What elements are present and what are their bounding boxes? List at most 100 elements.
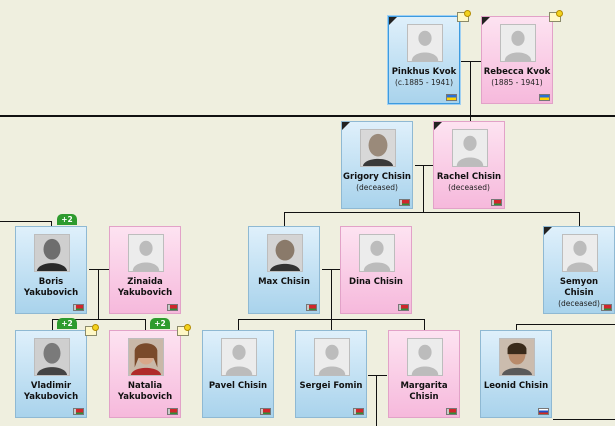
flag-ukraine-icon xyxy=(539,94,550,101)
silhouette-placeholder-icon xyxy=(562,234,598,272)
person-dates: (1885 - 1941) xyxy=(491,78,543,87)
silhouette-placeholder-icon xyxy=(407,24,443,62)
connector-line xyxy=(376,375,377,426)
flag-belarus-icon xyxy=(491,199,502,206)
connector-line xyxy=(89,269,109,270)
flag-belarus-icon xyxy=(167,408,178,415)
connector-line xyxy=(145,319,146,330)
person-name: Leonid Chisin xyxy=(483,381,549,391)
connector-line xyxy=(516,324,615,325)
connector-line xyxy=(52,319,53,330)
person-name: Sergei Fomin xyxy=(299,381,363,391)
connector-line xyxy=(238,319,239,330)
flag-belarus-icon xyxy=(167,304,178,311)
connector-line xyxy=(51,221,52,226)
person-photo xyxy=(360,129,396,167)
connector-line xyxy=(516,324,517,330)
person-card-natalia-yakubovich[interactable]: Natalia Yakubovich xyxy=(109,330,181,418)
person-name: Vladimir Yakubovich xyxy=(23,381,79,402)
connector-line xyxy=(415,165,433,166)
person-card-rebecca-kvok[interactable]: Rebecca Kvok (1885 - 1941) xyxy=(481,16,553,104)
connector-line xyxy=(470,61,471,121)
person-dates: (deceased) xyxy=(558,299,600,308)
flag-belarus-icon xyxy=(399,199,410,206)
person-dates: (deceased) xyxy=(356,183,398,192)
person-photo xyxy=(267,234,303,272)
person-name: Margarita Chisin xyxy=(400,381,448,402)
person-name: Natalia Yakubovich xyxy=(117,381,173,402)
person-card-dina-chisin[interactable]: Dina Chisin xyxy=(340,226,412,314)
flag-belarus-icon xyxy=(260,408,271,415)
person-name: Boris Yakubovich xyxy=(23,277,79,298)
person-card-pinkhus-kvok[interactable]: Pinkhus Kvok (c.1885 - 1941) xyxy=(388,16,460,104)
person-name: Semyon Chisin xyxy=(559,277,599,298)
add-relative-icon[interactable] xyxy=(85,324,99,336)
flag-belarus-icon xyxy=(601,304,612,311)
person-dates: (c.1885 - 1941) xyxy=(394,78,453,87)
connector-line xyxy=(461,61,481,62)
connector-line xyxy=(52,319,146,320)
silhouette-placeholder-icon xyxy=(500,24,536,62)
profile-corner-marker xyxy=(342,122,350,130)
person-name: Max Chisin xyxy=(258,277,310,287)
person-card-leonid-chisin[interactable]: Leonid Chisin xyxy=(480,330,552,418)
connector-line xyxy=(331,319,332,330)
silhouette-placeholder-icon xyxy=(221,338,257,376)
flag-belarus-icon xyxy=(398,304,409,311)
profile-corner-marker xyxy=(482,17,490,25)
person-name: Pavel Chisin xyxy=(208,381,268,391)
connector-line xyxy=(0,115,615,117)
flag-russia-icon xyxy=(538,408,549,415)
silhouette-placeholder-icon xyxy=(452,129,488,167)
person-card-semyon-chisin[interactable]: Semyon Chisin (deceased) xyxy=(543,226,615,314)
person-photo xyxy=(128,338,164,376)
flag-belarus-icon xyxy=(306,304,317,311)
person-card-boris-yakubovich[interactable]: Boris Yakubovich xyxy=(15,226,87,314)
person-name: Rachel Chisin xyxy=(436,172,502,182)
silhouette-placeholder-icon xyxy=(359,234,395,272)
person-name: Pinkhus Kvok xyxy=(391,67,457,77)
more-children-badge[interactable]: +2 xyxy=(57,318,77,329)
flag-belarus-icon xyxy=(73,408,84,415)
person-name: Dina Chisin xyxy=(349,277,403,287)
person-card-pavel-chisin[interactable]: Pavel Chisin xyxy=(202,330,274,418)
person-card-zinaida-yakubovich[interactable]: Zinaida Yakubovich xyxy=(109,226,181,314)
flag-belarus-icon xyxy=(353,408,364,415)
silhouette-placeholder-icon xyxy=(407,338,443,376)
person-card-margarita-chisin[interactable]: Margarita Chisin xyxy=(388,330,460,418)
person-card-sergei-fomin[interactable]: Sergei Fomin xyxy=(295,330,367,418)
add-relative-icon[interactable] xyxy=(549,10,563,22)
more-children-badge[interactable]: +2 xyxy=(150,318,170,329)
profile-corner-marker xyxy=(389,17,397,25)
person-photo xyxy=(34,338,70,376)
connector-line xyxy=(0,221,52,222)
person-card-grigory-chisin[interactable]: Grigory Chisin (deceased) xyxy=(341,121,413,209)
connector-line xyxy=(424,319,425,330)
person-card-vladimir-yakubovich[interactable]: Vladimir Yakubovich xyxy=(15,330,87,418)
person-name: Rebecca Kvok xyxy=(483,67,551,77)
silhouette-placeholder-icon xyxy=(314,338,350,376)
person-name: Zinaida Yakubovich xyxy=(117,277,173,298)
connector-line xyxy=(368,375,387,376)
profile-corner-marker xyxy=(434,122,442,130)
connector-line xyxy=(284,212,285,226)
connector-line xyxy=(553,419,615,420)
silhouette-placeholder-icon xyxy=(128,234,164,272)
connector-line xyxy=(423,165,424,212)
connector-line xyxy=(98,269,99,319)
flag-belarus-icon xyxy=(73,304,84,311)
add-relative-icon[interactable] xyxy=(457,10,471,22)
add-relative-icon[interactable] xyxy=(177,324,191,336)
connector-line xyxy=(579,212,580,226)
profile-corner-marker xyxy=(544,227,552,235)
connector-line xyxy=(284,212,580,213)
flag-ukraine-icon xyxy=(446,94,457,101)
connector-line xyxy=(331,269,332,319)
person-card-max-chisin[interactable]: Max Chisin xyxy=(248,226,320,314)
person-card-rachel-chisin[interactable]: Rachel Chisin (deceased) xyxy=(433,121,505,209)
more-children-badge[interactable]: +2 xyxy=(57,214,77,225)
person-photo xyxy=(499,338,535,376)
person-photo xyxy=(34,234,70,272)
person-dates: (deceased) xyxy=(448,183,490,192)
